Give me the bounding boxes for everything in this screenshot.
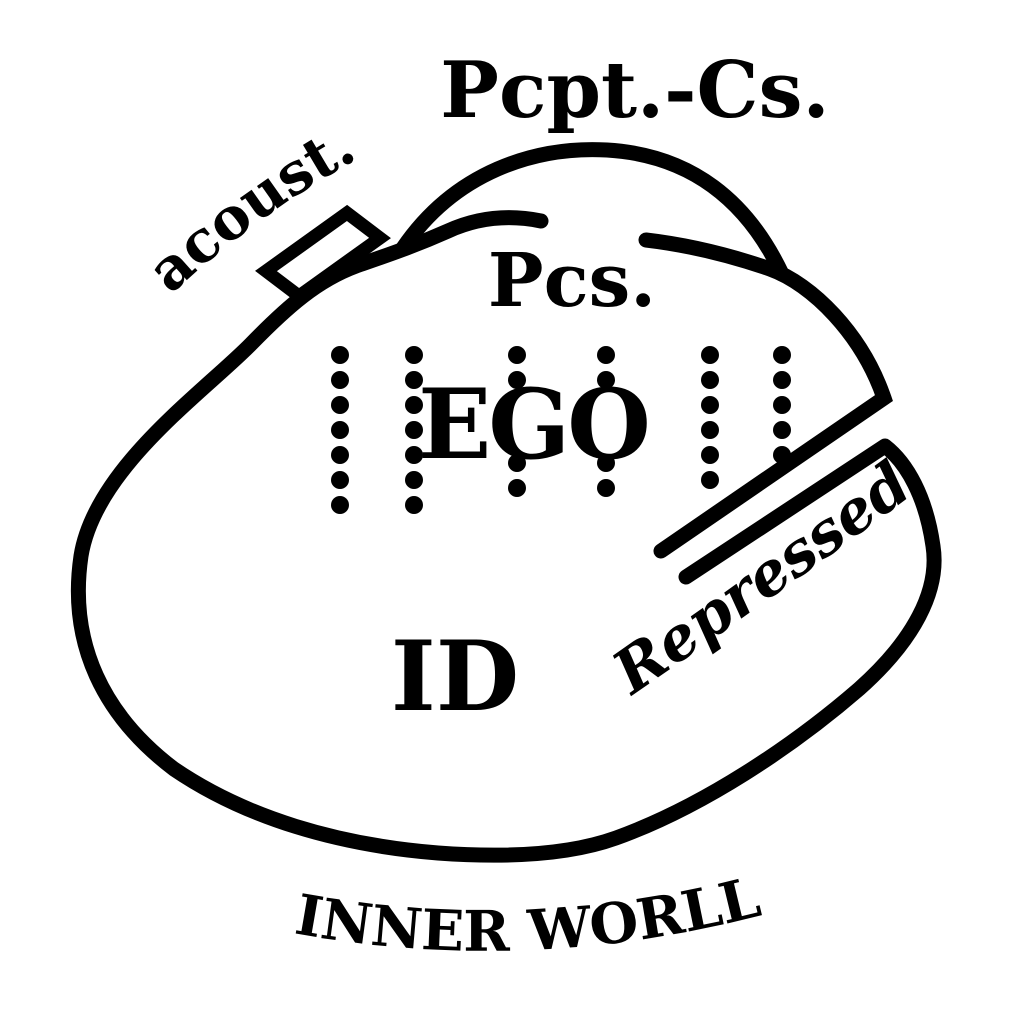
boundary-dot [773,396,791,414]
boundary-dot [773,446,791,464]
acoustic-cap [255,204,391,305]
boundary-dot [701,346,719,364]
diagram-strokes [70,142,942,863]
boundary-dot [331,346,349,364]
boundary-dot [405,471,423,489]
boundary-dot [597,454,615,472]
label-ego: EGO [418,368,648,481]
boundary-dot [701,471,719,489]
boundary-dot [405,446,423,464]
boundary-dot [701,446,719,464]
boundary-dot [331,471,349,489]
boundary-dot [597,346,615,364]
label-pcpt-cs: Pcpt.-Cs. [440,45,829,136]
label-pcs: Pcs. [488,238,656,324]
boundary-dot [405,396,423,414]
boundary-dot [508,346,526,364]
boundary-dot [597,479,615,497]
pcpt-cs-dome-arc [395,142,790,282]
label-inner-world-caption: INNER WORLL [291,864,767,964]
label-id: ID [391,620,519,733]
boundary-dot [701,421,719,439]
boundary-dot [773,421,791,439]
boundary-dot [331,396,349,414]
boundary-dot [405,496,423,514]
boundary-dot [508,479,526,497]
upper-barrier-line [638,232,893,559]
boundary-dot [701,396,719,414]
boundary-dot [405,346,423,364]
boundary-dot [405,421,423,439]
boundary-dot [597,371,615,389]
boundary-dot [331,496,349,514]
boundary-dot [701,371,719,389]
boundary-dot [331,446,349,464]
boundary-dot [773,371,791,389]
boundary-dot [773,346,791,364]
boundary-dot [508,454,526,472]
boundary-dot [331,371,349,389]
boundary-dot [508,371,526,389]
ego-dotted-columns [331,346,791,514]
boundary-dot [405,371,423,389]
boundary-dot [331,421,349,439]
